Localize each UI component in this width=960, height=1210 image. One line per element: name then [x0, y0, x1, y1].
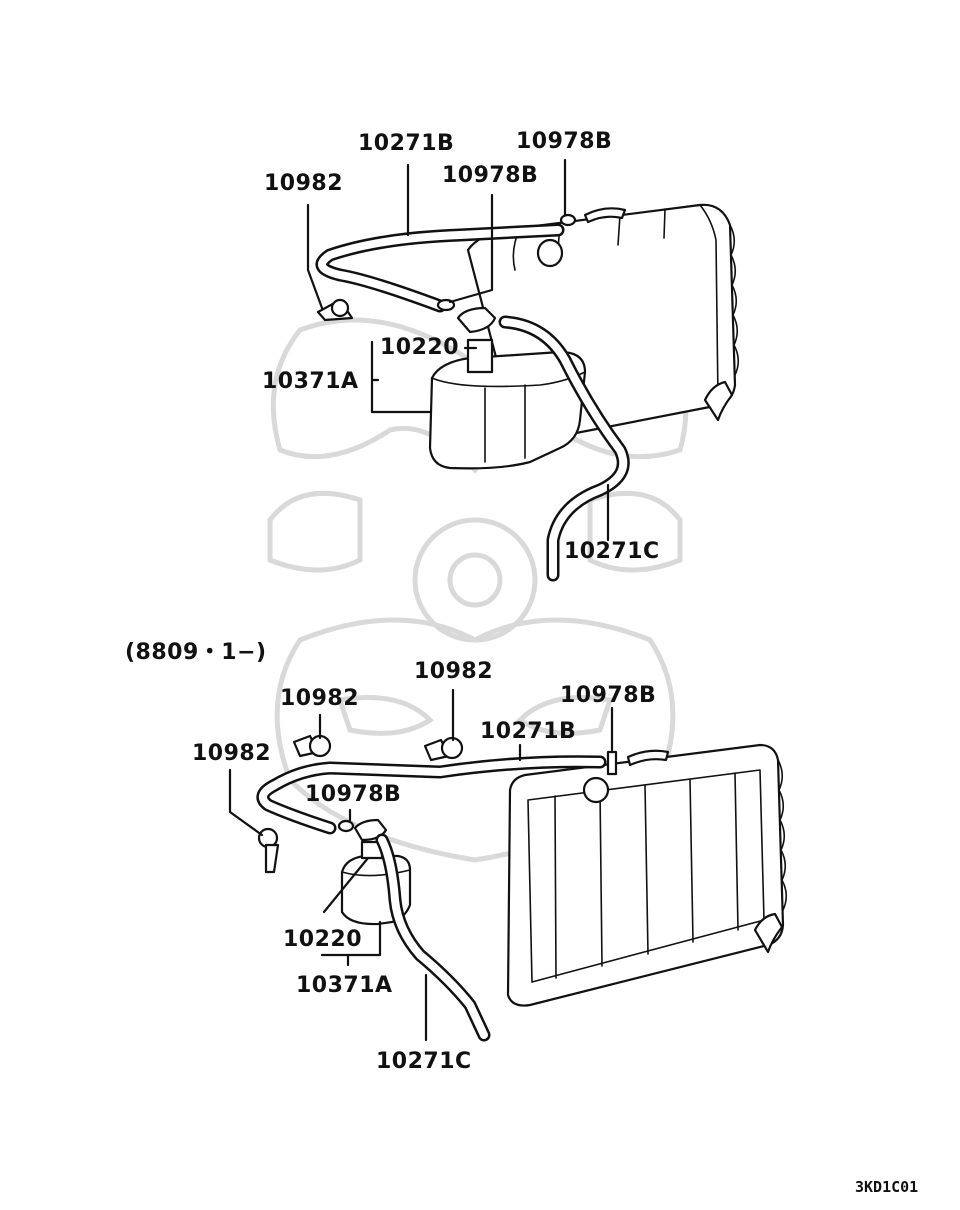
- upper-label-10371a: 10371A: [262, 369, 359, 394]
- lower-radiator: [506, 743, 788, 1007]
- lower-clip-upper-left-part: [292, 734, 332, 758]
- upper-clip-10982-part: [316, 298, 354, 322]
- lower-assembly: 10982 10978B 10982 10271B 10982 10978B 1…: [192, 659, 788, 1074]
- lower-label-10982-left: 10982: [192, 741, 271, 766]
- upper-label-10982: 10982: [264, 171, 343, 196]
- upper-label-10220: 10220: [380, 335, 459, 360]
- lower-label-10978b-right: 10978B: [560, 683, 656, 708]
- lower-clip-mid-part: [423, 736, 464, 762]
- upper-label-10271c: 10271C: [564, 539, 660, 564]
- lower-label-10982-mid: 10982: [414, 659, 493, 684]
- lower-label-10982-upper-left: 10982: [280, 686, 359, 711]
- upper-label-10271b: 10271B: [358, 131, 454, 156]
- diagram-code: 3KD1C01: [855, 1178, 918, 1196]
- upper-clamp-right-part: [559, 213, 577, 227]
- upper-reserve-tank: [428, 306, 587, 470]
- lower-clip-left-part: [257, 827, 280, 874]
- lower-label-10978b-mid: 10978B: [305, 782, 401, 807]
- upper-label-10978b-mid: 10978B: [442, 163, 538, 188]
- lower-label-10220: 10220: [283, 927, 362, 952]
- lower-clamp-mid-part: [337, 819, 355, 833]
- lower-label-10271c: 10271C: [376, 1049, 472, 1074]
- lower-hose-10271b: [256, 755, 607, 835]
- lower-label-10371a: 10371A: [296, 973, 393, 998]
- lower-clamp-right-part: [606, 750, 618, 776]
- upper-label-10978b-right: 10978B: [516, 129, 612, 154]
- variant-note: (8809・1−): [125, 640, 267, 665]
- lower-hose-10271c: [375, 833, 491, 1042]
- upper-assembly: 10271B 10978B 10978B 10982 10220 10371A …: [262, 129, 740, 582]
- upper-hose-10271c: [498, 315, 630, 582]
- lower-label-10271b: 10271B: [480, 719, 576, 744]
